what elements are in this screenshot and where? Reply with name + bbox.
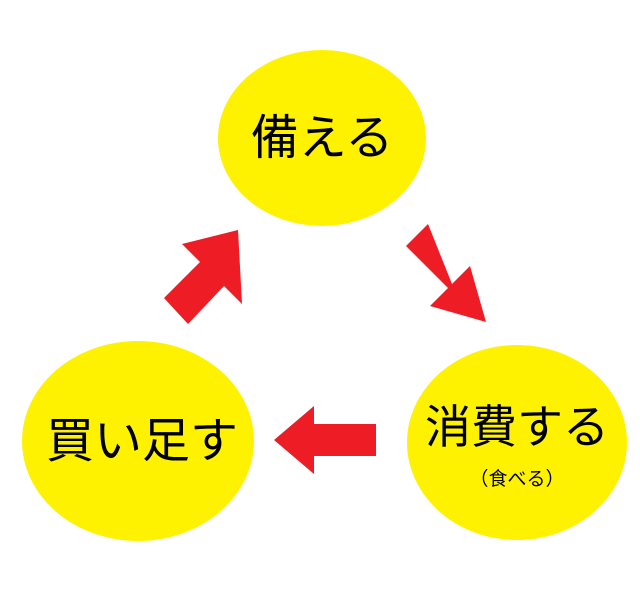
node-consume: 消費する （食べる） (407, 345, 627, 540)
arrow-prepare-to-consume (406, 224, 486, 322)
node-consume-sublabel: （食べる） (469, 468, 565, 490)
node-prepare-label: 備える (250, 110, 394, 166)
node-consume-label: 消費する (425, 400, 609, 454)
arrow-shape (164, 230, 242, 324)
node-restock-label: 買い足す (45, 413, 238, 469)
arrow-restock-to-prepare (164, 230, 242, 324)
arrow-consume-to-restock (274, 406, 376, 474)
arrow-shape (406, 224, 486, 322)
node-prepare: 備える (218, 50, 426, 226)
arrow-shape (274, 406, 376, 474)
node-restock: 買い足す (22, 341, 254, 541)
